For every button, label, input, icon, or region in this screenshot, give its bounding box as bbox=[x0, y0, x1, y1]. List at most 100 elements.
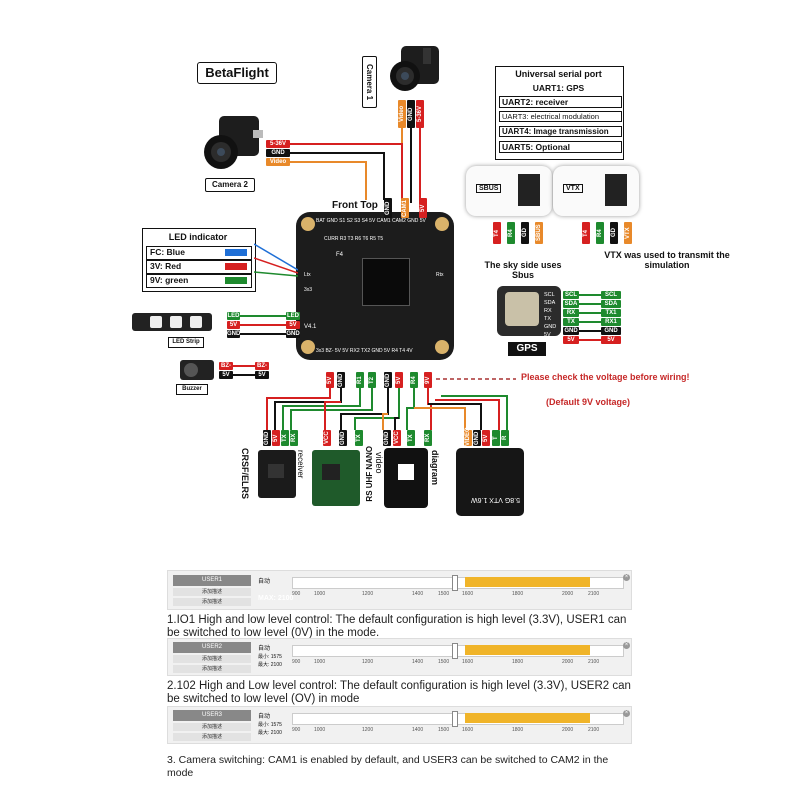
user3-min-label: 最小: bbox=[258, 722, 270, 728]
user1-button[interactable]: USER1 bbox=[173, 575, 251, 586]
user2-tick-8: 2100 bbox=[588, 659, 600, 665]
user1-close-icon[interactable]: × bbox=[623, 574, 630, 581]
gps-fc-gnd: GND bbox=[601, 327, 621, 335]
led-strip-led-2 bbox=[170, 316, 182, 328]
user1-tick-1: 1000 bbox=[314, 591, 326, 597]
vtx-pin-gd: GD bbox=[610, 222, 618, 244]
sbus-pin-gd: GD bbox=[521, 222, 529, 244]
user2-sub2[interactable]: 添加描述 bbox=[173, 665, 251, 673]
receiver1-pin-tx: TX bbox=[281, 430, 289, 446]
receiver2-pin-tx: TX bbox=[355, 430, 363, 446]
sbus-pin-t4: T4 bbox=[493, 222, 501, 244]
fc-led-pin: LED bbox=[286, 312, 300, 320]
vtxunit-pin-video: VIDEO bbox=[464, 427, 472, 446]
led-indicator-title: LED indicator bbox=[168, 232, 228, 242]
fc-label-rtx: Rtx bbox=[436, 272, 444, 278]
user3-tick-0: 900 bbox=[292, 727, 301, 733]
user3-min: 最小: 1575 bbox=[258, 721, 282, 728]
led-row-3v-label: 3V: Red bbox=[150, 261, 182, 271]
user3-tick-3: 1400 bbox=[412, 727, 424, 733]
user2-button[interactable]: USER2 bbox=[173, 642, 251, 653]
user2-close-icon[interactable]: × bbox=[623, 642, 630, 649]
gps-pin-gnd: GND bbox=[544, 324, 557, 330]
buzzer-disc bbox=[184, 363, 198, 377]
user1-range[interactable] bbox=[465, 577, 590, 587]
gps-left-gnd: GND bbox=[563, 327, 579, 335]
fc-label-ltx: Ltx bbox=[304, 272, 311, 278]
user1-marker[interactable] bbox=[452, 575, 458, 591]
fc-led-gnd: GND bbox=[286, 330, 300, 338]
led-row-9v-label: 9V: green bbox=[150, 275, 189, 285]
fc-label-f4: F4 bbox=[336, 252, 344, 258]
camera1-wire-video: Video bbox=[398, 100, 406, 128]
user1-tick-6: 1800 bbox=[512, 591, 524, 597]
betaflight-label: BetaFlight bbox=[197, 62, 277, 84]
user2-max-value: 2100 bbox=[270, 662, 282, 668]
serial-port-title: Universal serial port bbox=[515, 69, 602, 79]
vtxunit-title: 5.8G VTX 1.6W bbox=[470, 496, 520, 503]
user2-sub1[interactable]: 添加描述 bbox=[173, 655, 251, 663]
gps-left-5v: 5V bbox=[563, 336, 579, 344]
receiver1-pin-5v: 5V bbox=[272, 430, 280, 446]
fc-label-v41: V4.1 bbox=[304, 324, 317, 330]
user2-marker[interactable] bbox=[452, 643, 458, 659]
vtxunit-pin-5v: 5V bbox=[482, 430, 490, 446]
user3-max: 最大: 2100 bbox=[258, 729, 282, 736]
vtx-module: VTX bbox=[553, 166, 639, 216]
camera2-wire-gnd: GND bbox=[266, 149, 290, 157]
led-blue-swatch bbox=[225, 249, 247, 256]
user2-range[interactable] bbox=[465, 645, 590, 655]
fc-hole-br bbox=[435, 340, 449, 354]
led-row-fc-label: FC: Blue bbox=[150, 247, 185, 257]
user2-mode[interactable]: 自动 bbox=[258, 646, 271, 652]
led-strip-wires bbox=[240, 315, 286, 335]
led-strip-pin-gnd: GND bbox=[227, 330, 241, 338]
bottom-pin-9v: 9V bbox=[424, 372, 432, 388]
gps-wires bbox=[579, 294, 601, 341]
user3-sub2[interactable]: 添加描述 bbox=[173, 733, 251, 741]
user3-sub1[interactable]: 添加描述 bbox=[173, 723, 251, 731]
user3-marker[interactable] bbox=[452, 711, 458, 727]
led-strip-led-3 bbox=[190, 316, 202, 328]
user1-sub2[interactable]: 添加描述 bbox=[173, 598, 251, 606]
user3-max-value: 2100 bbox=[270, 730, 282, 736]
user2-min-value: 1575 bbox=[270, 654, 282, 660]
bottom-pin-t2: T2 bbox=[368, 372, 376, 388]
user2-max-label: 最大: bbox=[258, 662, 270, 668]
voltage-warning-dash bbox=[436, 378, 516, 380]
gps-pin-sda: SDA bbox=[544, 300, 556, 306]
serial-port-uart2: UART2: receiver bbox=[499, 96, 622, 108]
fc-hole-tr bbox=[435, 217, 449, 231]
buzzer-pin-bz: BZ- bbox=[219, 362, 233, 370]
user3-mode[interactable]: 自动 bbox=[258, 714, 271, 720]
bottom-pin-r1: R1 bbox=[356, 372, 364, 388]
vtxunit-pin-r: R bbox=[501, 430, 509, 446]
user2-min-label: 最小: bbox=[258, 654, 270, 660]
serial-port-box: Universal serial port UART1: GPS UART2: … bbox=[495, 66, 624, 160]
user2-tick-7: 2000 bbox=[562, 659, 574, 665]
led-green-swatch bbox=[225, 277, 247, 284]
user3-close-icon[interactable]: × bbox=[623, 710, 630, 717]
user1-tick-0: 900 bbox=[292, 591, 301, 597]
receiver2-pin-gnd: GND bbox=[339, 430, 347, 446]
user1-tick-2: 1200 bbox=[362, 591, 374, 597]
receiver1-pin-gnd: GND bbox=[263, 430, 271, 446]
voltage-warning: Please check the voltage before wiring! bbox=[521, 372, 690, 382]
fc-buzzer-bz: BZ- bbox=[255, 362, 269, 370]
user3-button[interactable]: USER3 bbox=[173, 710, 251, 721]
camera1-wire-5v: 5-36V bbox=[416, 100, 424, 128]
user3-max-label: 最大: bbox=[258, 730, 270, 736]
user2-tick-2: 1200 bbox=[362, 659, 374, 665]
user1-sub1[interactable]: 添加描述 bbox=[173, 588, 251, 596]
sbus-pin-r4: R4 bbox=[507, 222, 515, 244]
user1-mode[interactable]: 自动 bbox=[258, 579, 271, 585]
receiver1-board bbox=[258, 450, 296, 498]
user1-panel: USER1 添加描述 添加描述 自动 MAX: 2100 900 1000 12… bbox=[167, 570, 632, 610]
note-3: 3. Camera switching: CAM1 is enabled by … bbox=[167, 754, 609, 779]
fc-front-top-label: Front Top bbox=[330, 200, 380, 211]
user3-range[interactable] bbox=[465, 713, 590, 723]
buzzer-label: Buzzer bbox=[176, 384, 208, 395]
note-1: 1.IO1 High and low level control: The de… bbox=[167, 614, 627, 639]
vtxvideo-title: RS UHF NANO bbox=[365, 446, 374, 502]
user1-ticks: 900 1000 1200 1400 1500 1600 1800 2000 2… bbox=[292, 591, 622, 603]
